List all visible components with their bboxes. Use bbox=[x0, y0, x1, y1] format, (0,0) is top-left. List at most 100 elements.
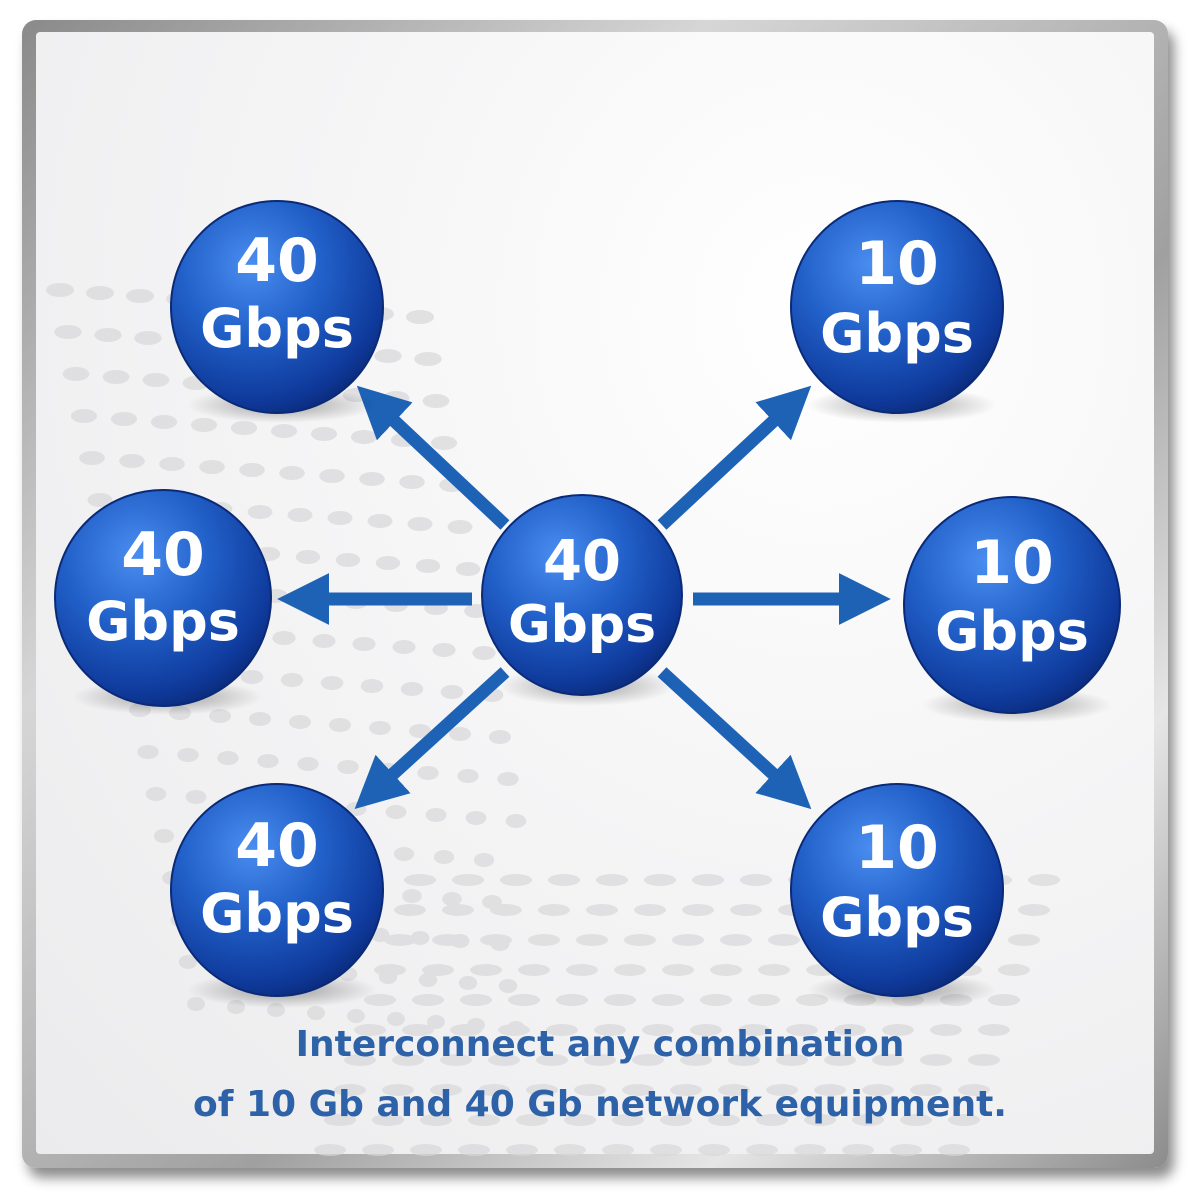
node-bottom-right-value: 10 bbox=[855, 813, 939, 883]
background-dot bbox=[556, 994, 588, 1006]
background-dot bbox=[644, 874, 676, 886]
background-dot bbox=[70, 409, 98, 423]
background-dot bbox=[594, 1024, 626, 1036]
background-dot bbox=[710, 964, 742, 976]
background-dot bbox=[680, 1054, 712, 1066]
background-dot bbox=[230, 421, 258, 435]
background-dot bbox=[574, 1084, 606, 1096]
background-dot bbox=[498, 979, 518, 993]
background-dot bbox=[1028, 874, 1060, 886]
background-dot bbox=[102, 370, 130, 384]
background-dot bbox=[998, 964, 1030, 976]
background-dot bbox=[347, 1009, 365, 1023]
background-dot bbox=[418, 973, 438, 987]
background-dot bbox=[738, 1024, 770, 1036]
background-dot bbox=[359, 472, 385, 486]
background-dot bbox=[406, 310, 434, 324]
background-dot bbox=[62, 367, 90, 381]
background-dot bbox=[518, 964, 550, 976]
background-dot bbox=[758, 964, 790, 976]
background-dot bbox=[334, 1084, 366, 1096]
arrow-to-bottom-left bbox=[354, 667, 510, 810]
background-dot bbox=[546, 1024, 578, 1036]
background-dot bbox=[372, 1114, 404, 1126]
background-dot bbox=[604, 994, 636, 1006]
background-dot bbox=[624, 934, 656, 946]
background-dot bbox=[756, 1114, 788, 1126]
background-dot bbox=[432, 934, 464, 946]
background-dot bbox=[199, 460, 225, 474]
node-bottom-left-unit: Gbps bbox=[200, 882, 354, 945]
background-dot bbox=[728, 1054, 760, 1066]
background-dot bbox=[314, 1144, 346, 1156]
background-dot bbox=[692, 874, 724, 886]
node-middle-left-value: 40 bbox=[121, 520, 205, 590]
background-dot bbox=[350, 430, 378, 444]
background-dot bbox=[718, 1084, 750, 1096]
background-dot bbox=[320, 676, 344, 690]
background-dot bbox=[287, 508, 313, 522]
background-dot bbox=[650, 1144, 682, 1156]
background-dot bbox=[422, 964, 454, 976]
background-dot bbox=[862, 1084, 894, 1096]
background-dot bbox=[900, 1114, 932, 1126]
background-dot bbox=[382, 1084, 414, 1096]
background-dot bbox=[564, 1114, 596, 1126]
background-dot bbox=[632, 1054, 664, 1066]
background-dot bbox=[660, 1114, 692, 1126]
background-dot bbox=[480, 934, 512, 946]
background-dot bbox=[690, 1024, 722, 1036]
caption-line-1: Interconnect any combination bbox=[295, 1024, 905, 1065]
background-dot bbox=[920, 1054, 952, 1066]
background-dot bbox=[324, 1114, 356, 1126]
background-dot bbox=[367, 514, 393, 528]
arrow-to-top-right bbox=[657, 385, 812, 530]
background-dot bbox=[335, 553, 361, 567]
background-dot bbox=[425, 808, 447, 822]
background-dot bbox=[473, 853, 495, 867]
background-dot bbox=[458, 976, 478, 990]
background-dot bbox=[185, 790, 207, 804]
background-dot bbox=[178, 955, 198, 969]
background-dot bbox=[457, 769, 479, 783]
background-dot bbox=[516, 1114, 548, 1126]
background-dot bbox=[240, 670, 264, 684]
background-dot bbox=[506, 1144, 538, 1156]
connection-arrows bbox=[277, 385, 891, 810]
background-dot bbox=[489, 730, 511, 744]
background-dot bbox=[472, 646, 496, 660]
background-dot bbox=[498, 1024, 530, 1036]
background-dot bbox=[54, 325, 82, 339]
background-dot bbox=[110, 412, 138, 426]
background-dot bbox=[449, 727, 471, 741]
background-dot bbox=[872, 1054, 904, 1066]
background-dot bbox=[337, 760, 359, 774]
background-dot bbox=[824, 1054, 856, 1066]
background-dot bbox=[930, 1024, 962, 1036]
background-dot bbox=[159, 457, 185, 471]
background-dot bbox=[584, 1054, 616, 1066]
background-dot bbox=[432, 643, 456, 657]
background-dot bbox=[622, 1084, 654, 1096]
background-dot bbox=[374, 964, 406, 976]
background-dot bbox=[153, 829, 175, 843]
background-dot bbox=[814, 1084, 846, 1096]
background-dot bbox=[126, 289, 154, 303]
background-dot bbox=[46, 283, 74, 297]
arrow-to-bottom-right bbox=[657, 667, 812, 810]
background-dot bbox=[134, 331, 162, 345]
background-dot bbox=[468, 1114, 500, 1126]
background-dot bbox=[400, 682, 424, 696]
background-dot bbox=[247, 505, 273, 519]
background-dot bbox=[440, 1054, 472, 1066]
background-dot bbox=[433, 850, 455, 864]
background-dot bbox=[612, 1114, 644, 1126]
background-dot bbox=[430, 1084, 462, 1096]
background-dot bbox=[682, 904, 714, 916]
background-dot bbox=[344, 1054, 376, 1066]
background-dot bbox=[634, 904, 666, 916]
background-dot bbox=[440, 685, 464, 699]
node-top-left-value: 40 bbox=[235, 226, 319, 296]
background-dot bbox=[740, 874, 772, 886]
center-node: 40 Gbps bbox=[481, 494, 683, 706]
